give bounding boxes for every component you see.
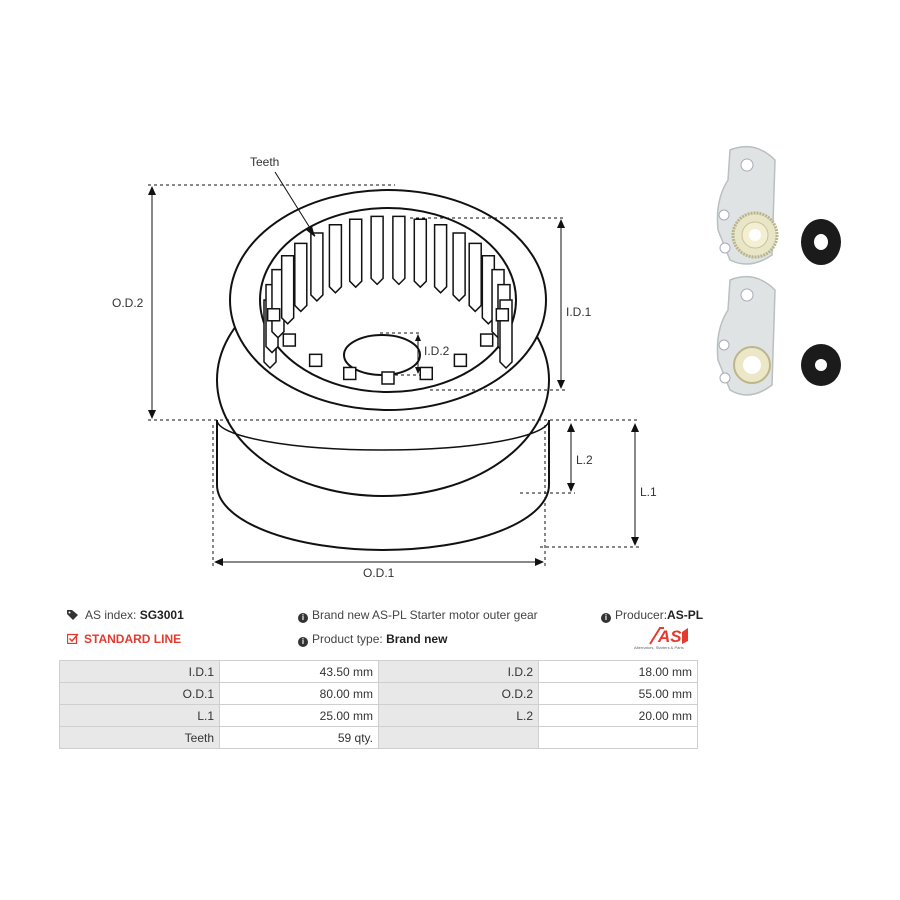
spec-value-cell: 25.00 mm — [219, 704, 379, 727]
product-photo — [716, 145, 841, 396]
gear-tooth — [452, 232, 466, 303]
description: i Brand new AS-PL Starter motor outer gea… — [298, 608, 538, 623]
gear-tooth — [280, 255, 295, 325]
spec-value-cell: 59 qty. — [219, 726, 379, 749]
internal-teeth — [263, 215, 513, 385]
gear-tooth — [468, 242, 482, 313]
info-icon: i — [298, 613, 308, 623]
gear-plate-photo-bottom — [716, 275, 841, 396]
spec-label-cell: Teeth — [59, 726, 220, 749]
gear-tooth — [413, 218, 428, 289]
spec-label-cell — [378, 726, 539, 749]
gear-tooth — [453, 353, 468, 368]
spec-value-cell: 20.00 mm — [538, 704, 698, 727]
gear-technical-drawing — [148, 171, 640, 568]
spec-value-cell: 80.00 mm — [219, 682, 379, 705]
spec-label-cell: L.2 — [378, 704, 539, 727]
gear-tooth — [433, 224, 448, 294]
gear-tooth — [479, 333, 494, 347]
tag-icon — [67, 610, 78, 620]
producer-value: AS-PL — [667, 608, 704, 622]
gear-tooth — [381, 371, 395, 385]
spec-value-cell — [538, 726, 698, 749]
id2-label: I.D.2 — [424, 344, 450, 358]
l2-label: L.2 — [576, 453, 593, 467]
product-type-value: Brand new — [386, 632, 448, 646]
l1-label: L.1 — [640, 485, 657, 499]
description-text: Brand new AS-PL Starter motor outer gear — [312, 608, 538, 622]
as-index-value: SG3001 — [139, 608, 184, 622]
standard-line: STANDARD LINE — [67, 632, 181, 646]
gear-tooth — [294, 242, 308, 313]
logo-tagline: Alternators, Starters & Parts — [634, 645, 684, 650]
standard-line-label: STANDARD LINE — [84, 632, 182, 646]
info-icon: i — [601, 613, 611, 623]
id1-label: I.D.1 — [566, 305, 592, 319]
gear-tooth — [328, 224, 343, 294]
od1-label: O.D.1 — [363, 566, 395, 580]
spec-value-cell: 55.00 mm — [538, 682, 698, 705]
spec-label-cell: I.D.2 — [378, 660, 539, 683]
product-type: i Product type: Brand new — [298, 632, 447, 647]
gear-tooth — [370, 215, 384, 286]
logo-text: AS — [657, 627, 682, 646]
as-index-label: AS index: — [85, 608, 137, 622]
gear-tooth — [308, 353, 323, 368]
gear-tooth — [342, 366, 357, 381]
as-pl-logo: AS — [649, 627, 688, 646]
checkbox-icon — [67, 633, 79, 644]
spec-label-cell: O.D.2 — [378, 682, 539, 705]
gear-plate-photo-top — [716, 145, 841, 265]
spec-value-cell: 43.50 mm — [219, 660, 379, 683]
as-index: AS index: SG3001 — [67, 608, 184, 622]
product-type-label: Product type: — [312, 632, 383, 646]
gear-tooth — [282, 333, 297, 347]
producer: i Producer:AS-PL — [601, 608, 703, 623]
gear-tooth — [495, 308, 510, 322]
producer-label: Producer: — [615, 608, 668, 622]
spec-label-cell: L.1 — [59, 704, 220, 727]
spec-label-cell: I.D.1 — [59, 660, 220, 683]
gear-tooth — [392, 215, 406, 286]
gear-tooth — [310, 232, 324, 303]
spec-label-cell: O.D.1 — [59, 682, 220, 705]
info-icon: i — [298, 637, 308, 647]
gear-tooth — [419, 366, 434, 381]
spec-value-cell: 18.00 mm — [538, 660, 698, 683]
od2-label: O.D.2 — [112, 296, 144, 310]
gear-tooth — [348, 218, 363, 289]
gear-tooth — [266, 308, 281, 322]
teeth-label: Teeth — [250, 155, 280, 169]
